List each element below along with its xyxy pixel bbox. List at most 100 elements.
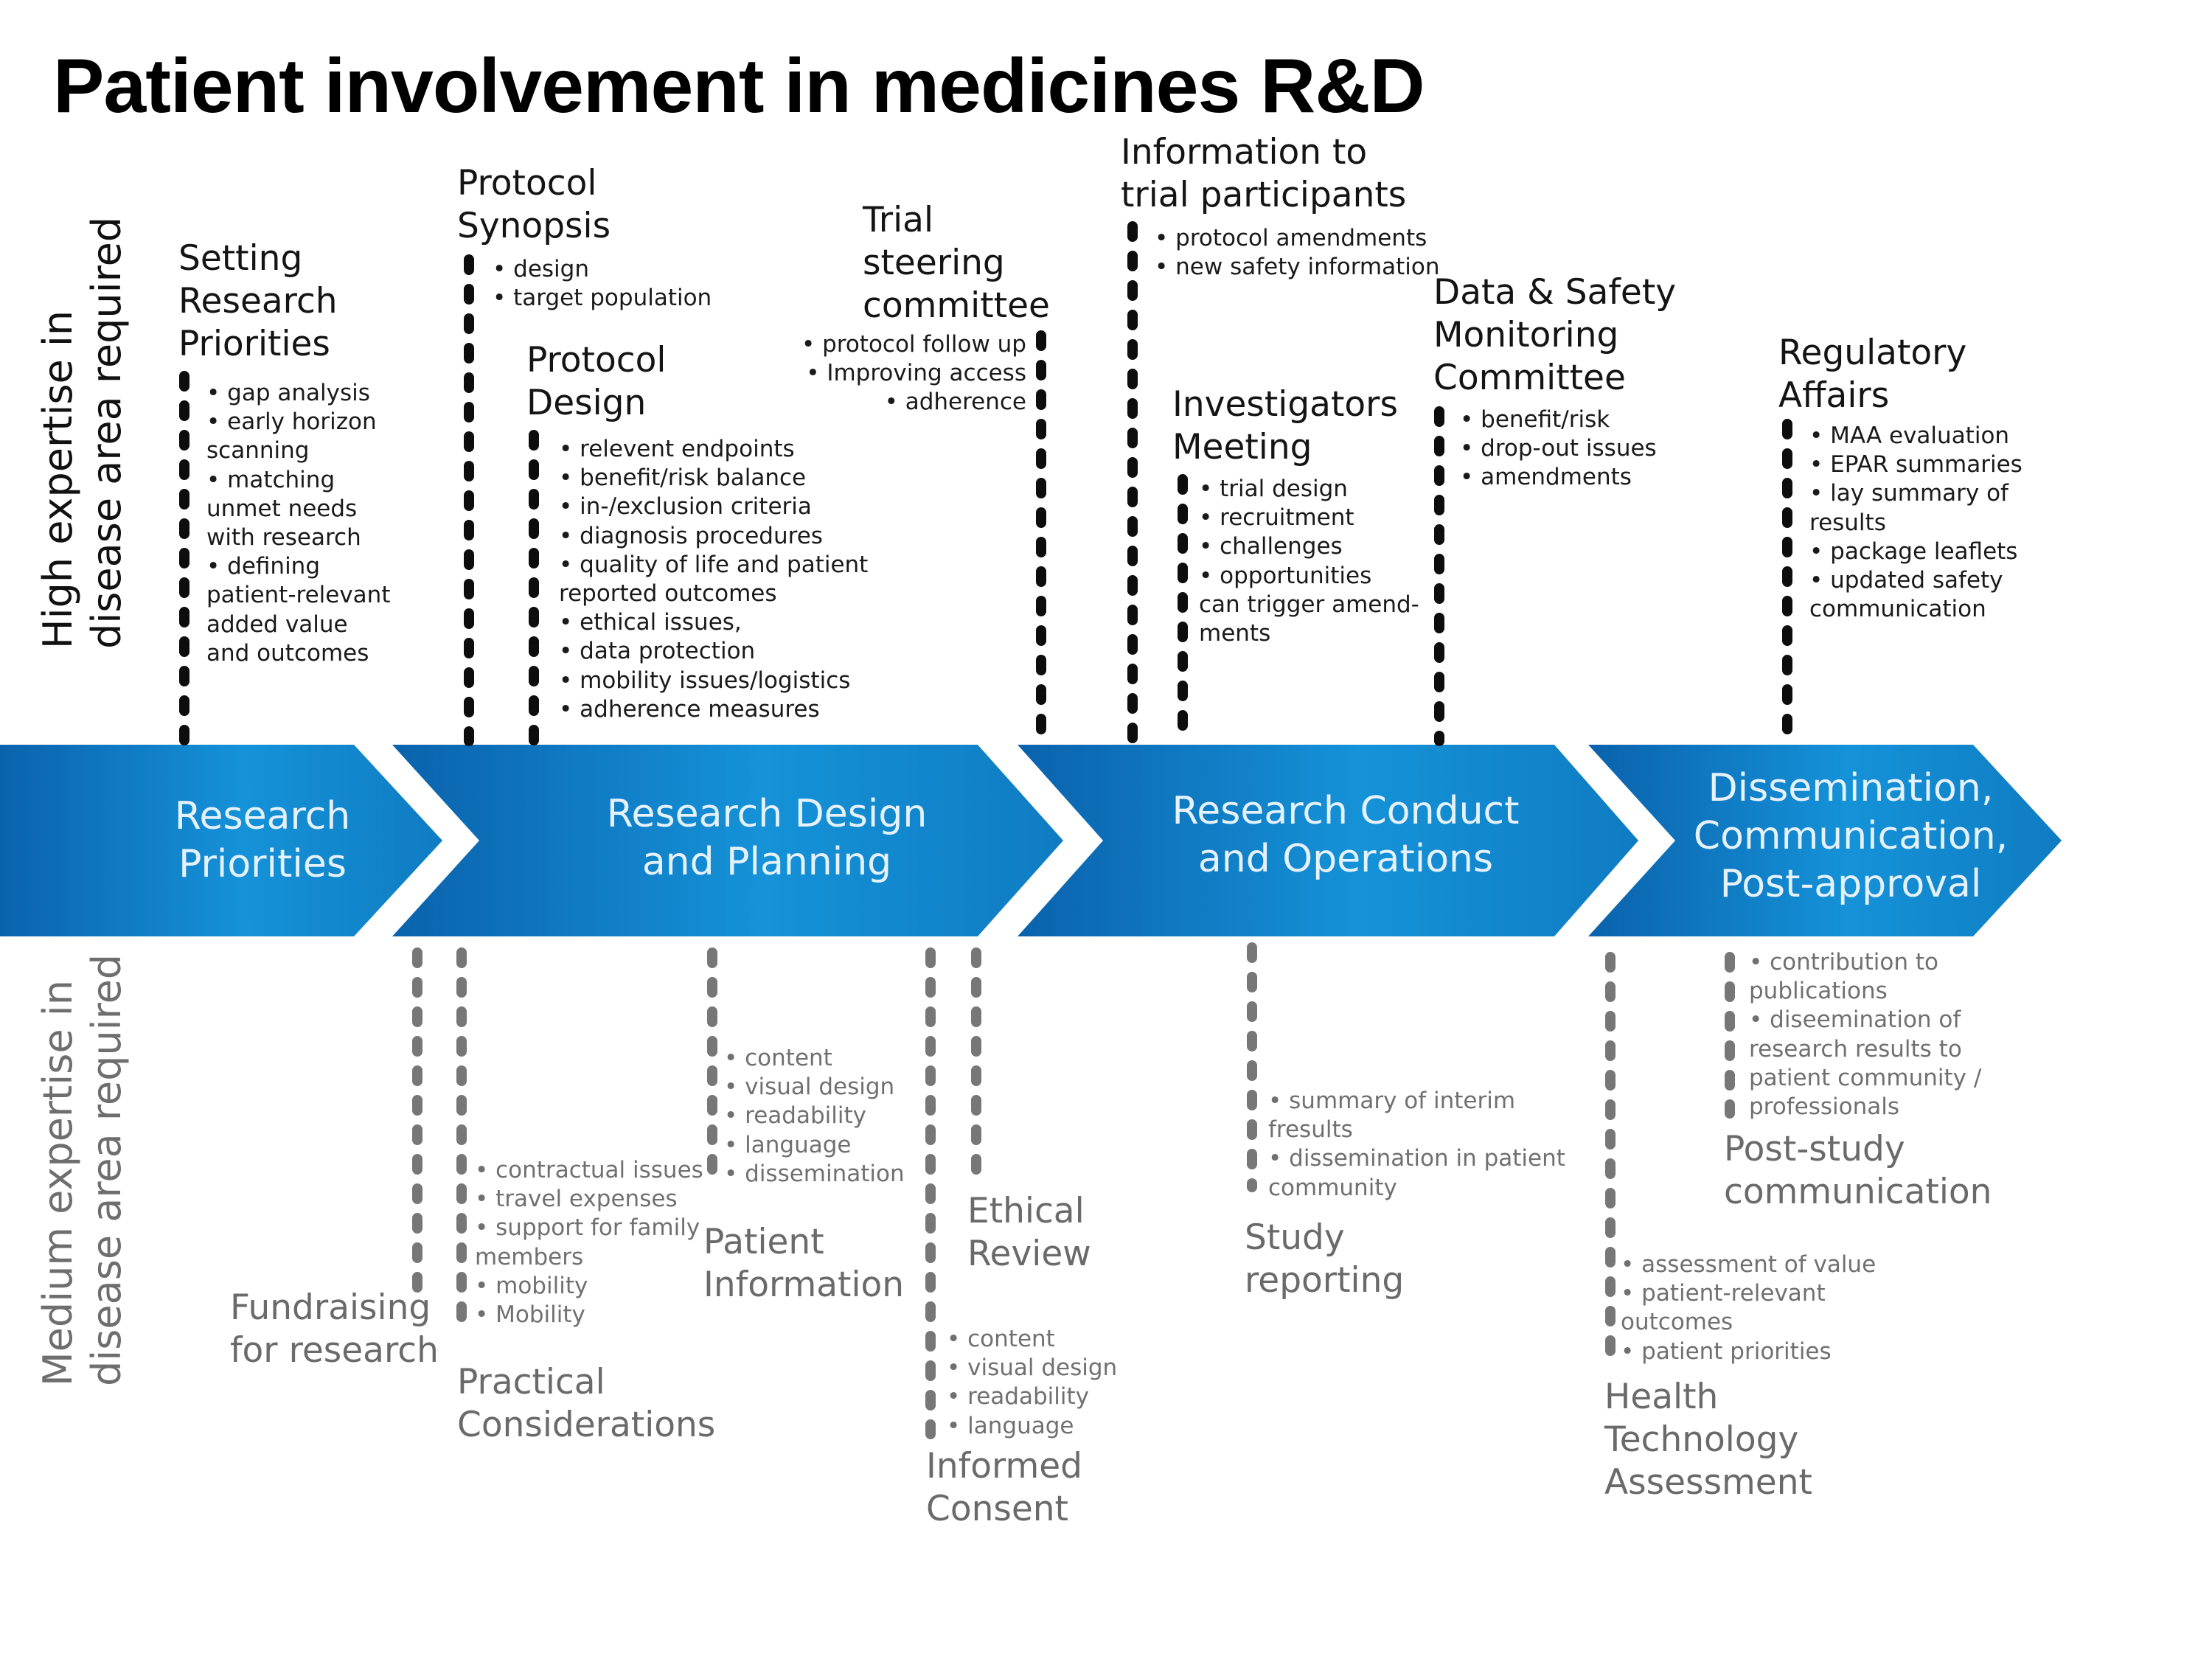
bullets-practical-considerations: • contractual issues • travel expenses •… xyxy=(475,1156,703,1329)
title-line: Review xyxy=(967,1234,1091,1274)
band-segment-research-priorities xyxy=(0,745,442,936)
title-line: Protocol xyxy=(457,163,597,204)
bullet-item: • opportunities xyxy=(1199,562,1372,589)
bullets-protocol-synopsis: • design • target population xyxy=(493,255,712,313)
title-line: Assessment xyxy=(1604,1462,1812,1503)
stage-research-conduct: Research Conduct and Operations xyxy=(1128,787,1563,883)
title-line: reporting xyxy=(1245,1260,1405,1301)
title-line: Design xyxy=(526,383,647,423)
title-line: Health xyxy=(1604,1377,1719,1417)
bullet-item: • readability xyxy=(947,1383,1089,1411)
bullet-item: • data protection xyxy=(559,638,756,665)
bullet-item: • relevent endpoints xyxy=(559,436,795,462)
bullets-informed-consent: • content • visual design • readability … xyxy=(947,1325,1117,1441)
bullet-item: fresults xyxy=(1268,1116,1353,1144)
title-protocol-synopsis: Protocol Synopsis xyxy=(457,162,611,248)
bullets-post-study-communication: • contribution to publications • diseemi… xyxy=(1749,948,1981,1121)
stage-line: and Operations xyxy=(1197,837,1494,881)
bullet-item: • quality of life and patient xyxy=(559,551,869,578)
title-line: Fundraising xyxy=(230,1287,431,1328)
stage-line: Research Conduct xyxy=(1172,789,1520,833)
title-patient-information: Patient Information xyxy=(703,1221,904,1307)
bullet-item: • assessment of value xyxy=(1621,1251,1877,1278)
title-line: Regulatory xyxy=(1778,333,1967,373)
bullet-item: • challenges xyxy=(1199,533,1343,560)
bullet-item: • early horizon xyxy=(206,408,377,436)
bullet-item: • contractual issues xyxy=(475,1157,703,1183)
title-line: trial participants xyxy=(1121,175,1407,215)
bullet-item: • language xyxy=(724,1131,852,1158)
title-investigators-meeting: Investigators Meeting xyxy=(1172,383,1398,469)
bullets-investigators-meeting: • trial design • recruitment • challenge… xyxy=(1199,475,1419,648)
bullet-item: members xyxy=(475,1243,584,1270)
bullets-data-safety-monitoring: • benefit/risk • drop-out issues • amend… xyxy=(1460,406,1657,493)
bullet-item: community xyxy=(1268,1174,1397,1201)
bullet-item: • matching xyxy=(206,466,335,493)
stage-line: Research Design xyxy=(606,792,928,836)
bullet-item: • summary of interim xyxy=(1268,1088,1516,1114)
title-line: Setting xyxy=(178,238,303,279)
title-health-technology-assessment: Health Technology Assessment xyxy=(1604,1376,1812,1504)
bullet-item: research results to xyxy=(1749,1035,1962,1062)
bullet-item: can trigger amend- xyxy=(1199,591,1419,618)
bullet-item: • drop-out issues xyxy=(1460,435,1657,462)
title-line: Consent xyxy=(926,1489,1068,1529)
bullets-setting-research-priorities: • gap analysis • early horizon scanning … xyxy=(206,379,390,668)
bullet-item: • benefit/risk balance xyxy=(559,465,807,492)
title-data-safety-monitoring: Data & Safety Monitoring Committee xyxy=(1433,271,1676,400)
stage-dissemination: Dissemination, Communication, Post-appro… xyxy=(1688,765,2013,908)
bullet-item: • in-/exclusion criteria xyxy=(559,493,812,521)
bullet-item: reported outcomes xyxy=(559,580,777,608)
bullet-item: scanning xyxy=(206,437,310,465)
bullet-item: • dissemination xyxy=(724,1160,905,1187)
title-line: Priorities xyxy=(178,324,330,364)
title-line: steering xyxy=(863,243,1005,283)
stage-line: Research xyxy=(174,794,351,838)
title-line: Committee xyxy=(1433,358,1626,398)
bullet-item: • diseemination of xyxy=(1749,1006,1961,1034)
title-line: Trial xyxy=(863,200,934,240)
bullet-item: • visual design xyxy=(947,1354,1118,1382)
bullet-item: ments xyxy=(1199,620,1271,647)
bullet-item: communication xyxy=(1809,596,1986,623)
stage-line: Dissemination, xyxy=(1708,766,1994,810)
process-band xyxy=(0,745,2062,936)
bullet-item: • patient-relevant xyxy=(1621,1280,1826,1307)
title-line: for research xyxy=(230,1330,439,1371)
bullets-patient-information: • content • visual design • readability … xyxy=(724,1044,905,1189)
bullet-item: • protocol follow up xyxy=(801,331,1026,358)
title-line: Post-study xyxy=(1724,1129,1905,1169)
bullet-item: • defining xyxy=(206,553,321,580)
bullet-item: • Improving access xyxy=(806,360,1026,387)
title-line: Data & Safety xyxy=(1433,272,1677,313)
title-line: Informed xyxy=(926,1446,1082,1486)
title-line: Considerations xyxy=(457,1405,716,1445)
title-line: Ethical xyxy=(967,1191,1085,1231)
title-setting-research-priorities: Setting Research Priorities xyxy=(178,237,338,366)
bullet-item: and outcomes xyxy=(206,639,369,667)
bullet-item: • ethical issues, xyxy=(559,609,742,636)
bullet-item: • travel expenses xyxy=(475,1186,678,1213)
bullet-item: with research xyxy=(206,524,361,552)
high-connectors xyxy=(179,221,1792,746)
title-regulatory-affairs: Regulatory Affairs xyxy=(1778,332,1966,417)
title-line: Monitoring xyxy=(1433,315,1619,355)
bullet-item: patient-relevant xyxy=(206,582,391,609)
bullet-item: added value xyxy=(206,611,348,638)
bullet-item: • new safety information xyxy=(1155,254,1440,281)
stage-research-priorities: Research Priorities xyxy=(145,793,380,888)
band-segment-design-planning xyxy=(392,745,1063,936)
title-line: Practical xyxy=(457,1362,605,1402)
title-line: communication xyxy=(1724,1172,1992,1212)
bullet-item: • package leaflets xyxy=(1809,538,2018,565)
title-information-trial-participants: Information to trial participants xyxy=(1121,131,1406,217)
band-segment-conduct-operations xyxy=(1018,745,1638,936)
bullet-item: • patient priorities xyxy=(1621,1338,1832,1365)
bullet-item: • updated safety xyxy=(1809,567,2003,594)
title-line: Meeting xyxy=(1172,427,1312,467)
title-line: Affairs xyxy=(1778,375,1890,416)
stage-line: Communication, xyxy=(1693,814,2008,858)
bullet-item: • contribution to xyxy=(1749,949,1938,975)
bullet-item: • adherence measures xyxy=(559,695,820,723)
